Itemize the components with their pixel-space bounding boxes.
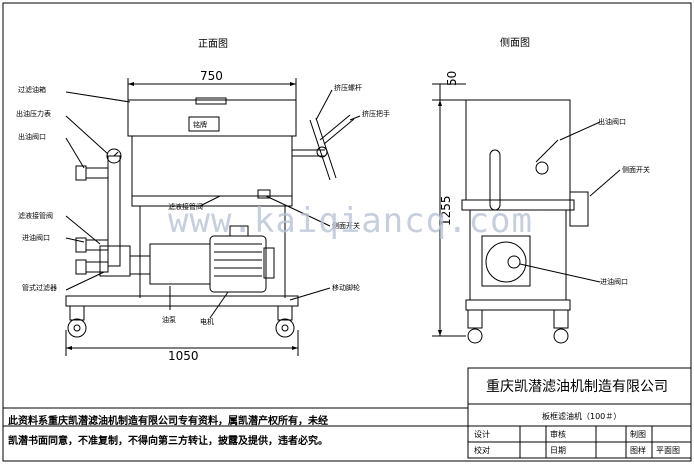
side-label-oil-outlet: 出油阀口 [598,117,626,126]
cell-sheet: 图样 [630,445,646,455]
company-name: 重庆凯潜滤油机制造有限公司 [486,379,668,395]
drain-tray [131,195,293,207]
filter-box [131,135,293,197]
label-drain-tray: 滤液接管阀 [168,202,203,211]
side-tank [465,99,571,201]
nameplate-label: 铭牌 [193,120,207,129]
dim-1050: 1050 [168,349,199,363]
label-return-pipe: 滤液接管阀 [18,211,53,220]
label-pump: 油泵 [162,315,176,324]
cell-review: 审核 [550,429,566,439]
label-motor: 电机 [200,317,214,326]
dim-50: 50 [445,71,459,86]
label-caster: 移动脚轮 [332,283,360,292]
caster-right [275,318,295,338]
dim-750: 750 [200,69,223,83]
title-block [3,367,692,459]
side-view: 侧面图 50 1255 [432,36,621,344]
pump [149,243,211,285]
side-label-oil-inlet: 进油阀口 [600,277,628,286]
notice-line-2: 凯潜书面同意，不准复制，不得向第三方转让，披露及提供，违者必究。 [8,434,328,447]
label-press-screw: 挤压螺杆 [334,83,362,92]
caster-left [67,318,87,338]
label-oil-outlet: 出油阀口 [18,132,46,141]
watermark: www.kaiqiancq.com [168,201,533,241]
label-press-handle: 挤压把手 [362,109,390,118]
cell-check: 校对 [474,445,490,455]
label-side-switch: 侧面开关 [332,221,360,230]
pipe-column [107,155,121,267]
base-frame [65,295,299,307]
nameplate [188,116,220,132]
cell-drawing: 制图 [630,429,646,439]
label-pipe-filter: 管式过滤器 [22,283,57,292]
side-view-title: 侧面图 [500,36,530,49]
label-pressure-gauge: 出油压力表 [16,109,51,118]
label-filter-press: 过滤油箱 [18,85,46,94]
label-oil-inlet: 进油阀口 [22,233,50,242]
side-label-switch: 侧面开关 [622,165,650,174]
pressure-gauge [106,148,122,164]
cell-design: 设计 [474,429,490,439]
side-pump [485,241,527,283]
press-handle [309,119,331,181]
dim-1255: 1255 [439,195,453,226]
front-view: 正面图 750 铭牌 [65,38,361,363]
product-name: 板框滤油机（100＃） [542,411,621,421]
front-view-title: 正面图 [198,38,228,50]
cell-date: 日期 [550,446,566,455]
notice-line-1: 此资料系重庆凯潜滤油机制造有限公司专有资料，属凯潜产权所有，未经 [8,414,328,427]
cell-sheet-name: 平面图 [656,446,680,455]
